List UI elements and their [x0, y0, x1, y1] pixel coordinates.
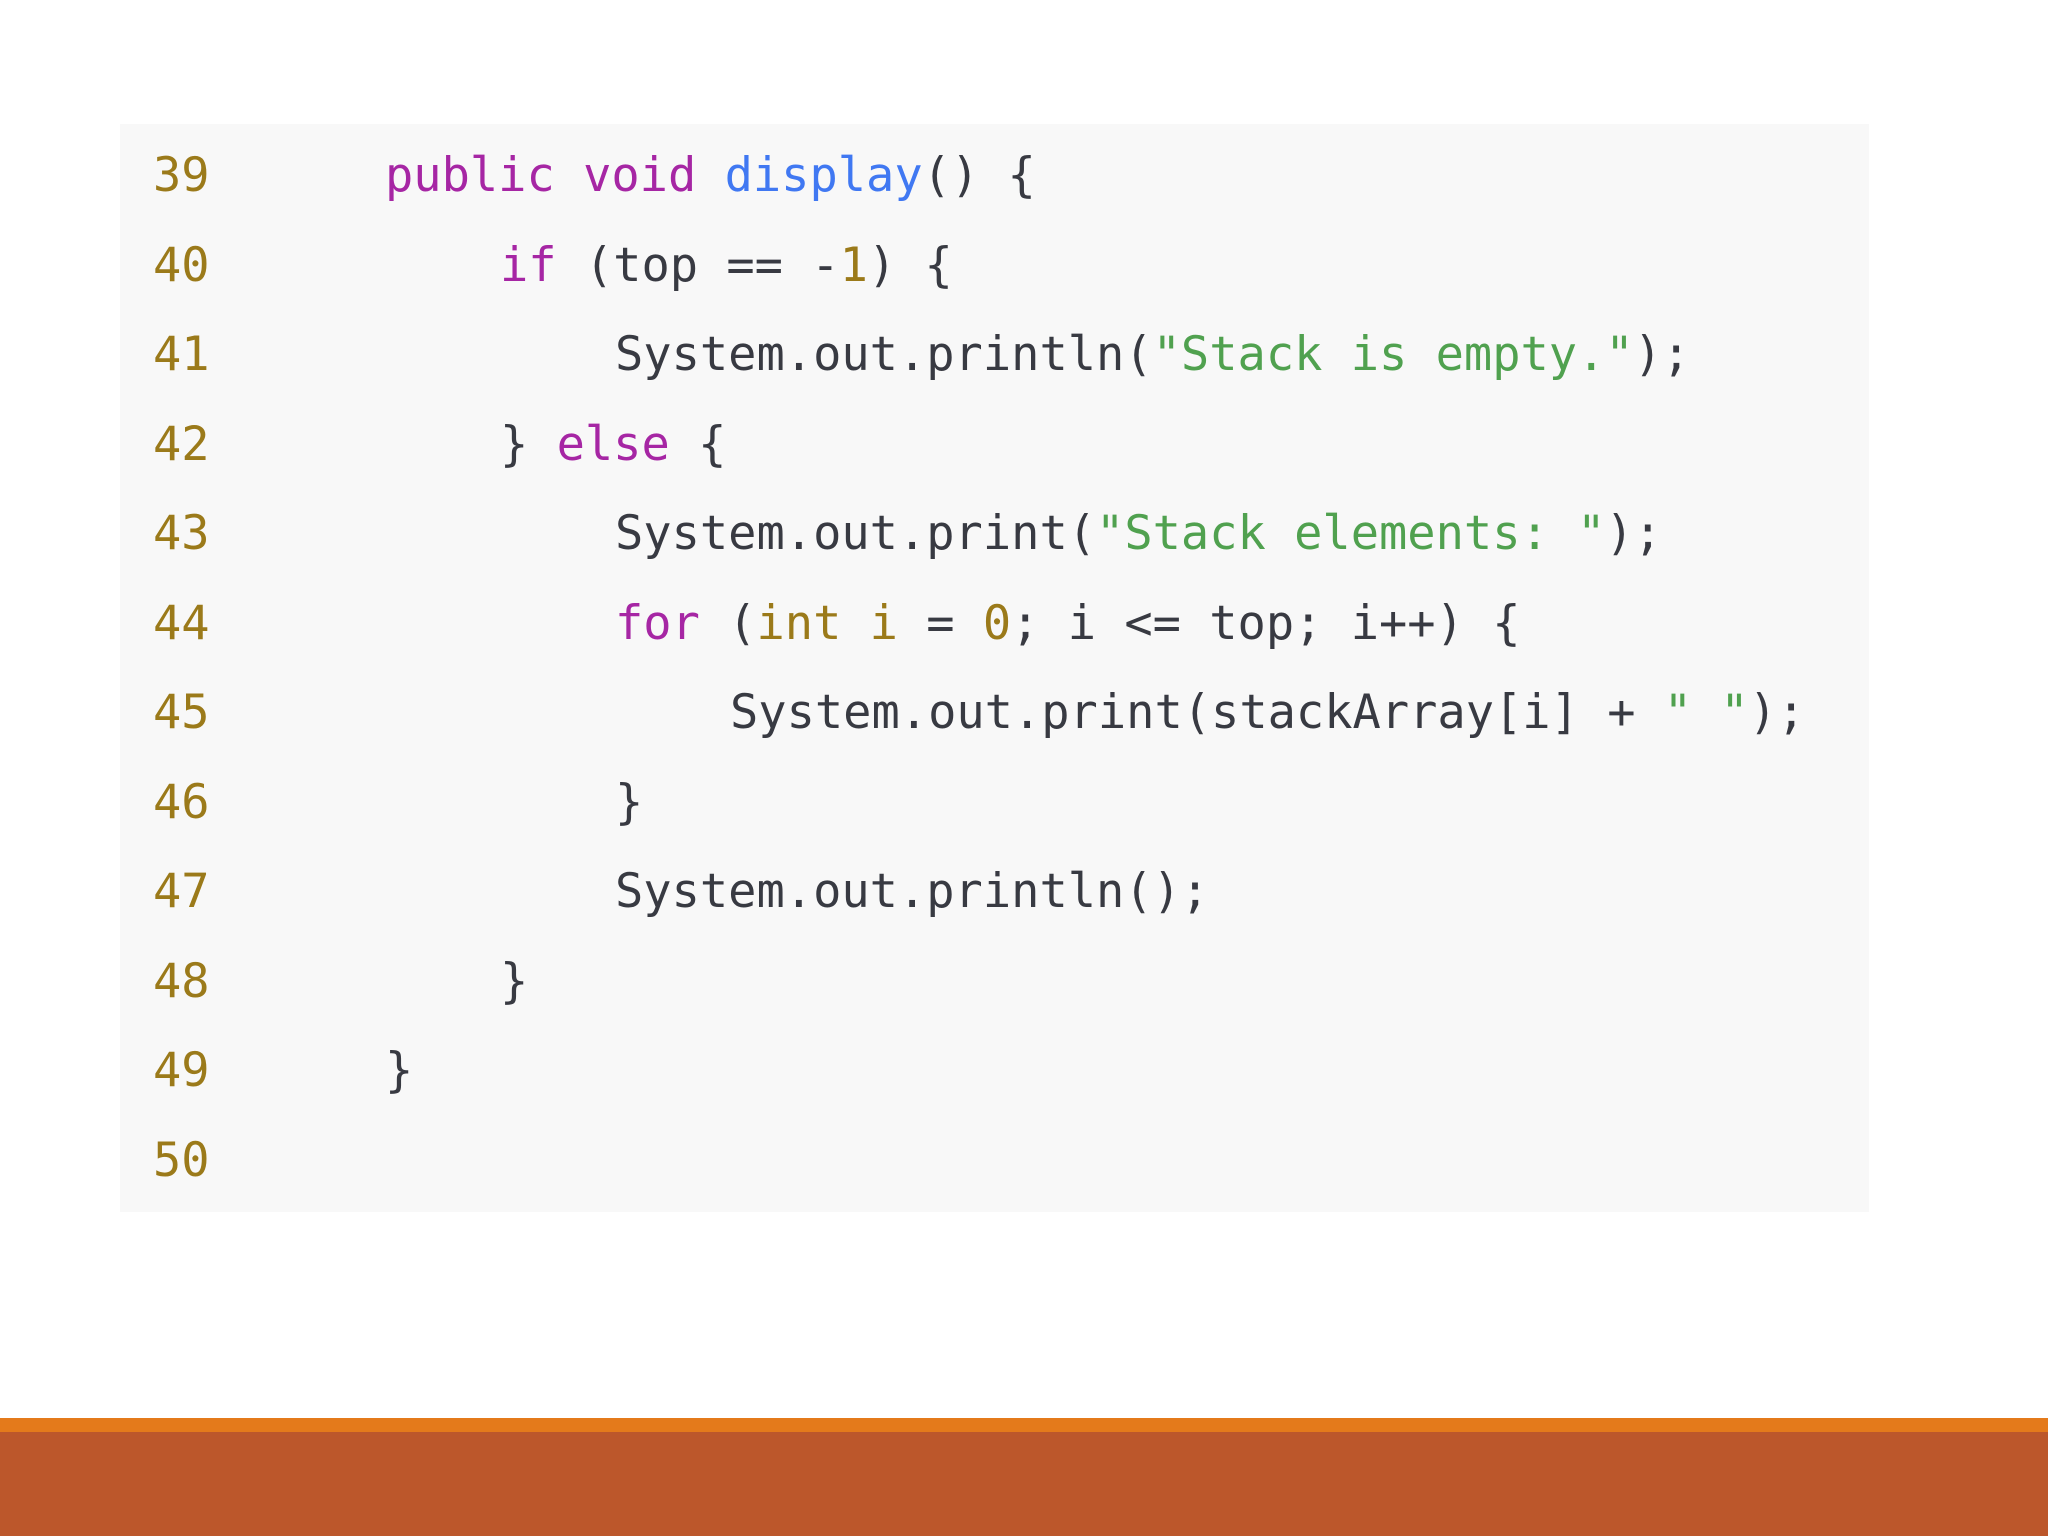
code-line: 50: [120, 1116, 1869, 1206]
code-token-plain: );: [1748, 685, 1806, 740]
code-token-plain: =: [897, 595, 983, 651]
line-number: 46: [153, 774, 210, 830]
code-token-keyword: for: [615, 595, 700, 651]
line-code: System.out.print("Stack elements: ");: [615, 489, 1662, 579]
code-token-plain: (: [699, 595, 757, 651]
code-token-number: int: [756, 595, 842, 651]
line-code: for (int i = 0; i <= top; i++) {: [615, 579, 1521, 669]
code-line: 42} else {: [120, 400, 1869, 490]
line-number: 41: [153, 327, 210, 382]
line-code: if (top == -1) {: [500, 221, 953, 311]
code-token-string: "Stack elements: ": [1096, 506, 1606, 561]
line-number: 44: [153, 595, 210, 651]
code-token-keyword: public: [385, 148, 555, 203]
code-line: 47 System.out.println();: [120, 847, 1869, 937]
line-number: 47: [153, 864, 210, 919]
footer-bar: [0, 1432, 2048, 1536]
line-code: System.out.println();: [615, 847, 1209, 937]
code-token-number: i: [869, 595, 898, 651]
code-token-plain: System.out.println(: [615, 327, 1153, 382]
code-token-function: display: [724, 148, 923, 203]
code-line: 48}: [120, 937, 1869, 1027]
code-token-plain: [696, 148, 724, 203]
code-line: 46}: [120, 758, 1869, 848]
code-token-keyword: if: [500, 237, 557, 293]
code-line: 41 System.out.println("Stack is empty.");: [120, 310, 1869, 400]
line-code: } else {: [500, 400, 726, 490]
code-token-plain: System.out.println();: [615, 864, 1210, 919]
code-token-number: 1: [839, 237, 868, 293]
line-number: 43: [153, 506, 210, 561]
code-token-plain: System.out.print(: [615, 506, 1097, 561]
code-token-string: " ": [1663, 685, 1749, 740]
code-token-plain: [841, 596, 869, 651]
line-code: }: [500, 937, 528, 1027]
line-number: 48: [153, 953, 210, 1009]
line-number: 40: [153, 237, 210, 293]
code-token-plain: {: [669, 416, 727, 472]
line-number: 42: [153, 416, 210, 472]
code-token-string: "Stack is empty.": [1152, 327, 1634, 382]
code-token-plain: [555, 148, 583, 203]
code-token-plain: );: [1633, 327, 1691, 382]
code-line: 40 if (top == -1) {: [120, 221, 1869, 311]
code-token-keyword: else: [556, 416, 670, 472]
line-code: public void display() {: [385, 131, 1036, 221]
code-line: 43 System.out.print("Stack elements: ");: [120, 489, 1869, 579]
code-token-keyword: void: [583, 148, 697, 203]
line-code: System.out.print(stackArray[i] + " ");: [730, 668, 1805, 758]
code-line: 49}: [120, 1026, 1869, 1116]
code-line: 44 for (int i = 0; i <= top; i++) {: [120, 579, 1869, 669]
code-token-plain: ; i <= top; i++) {: [1011, 595, 1521, 651]
line-code: System.out.println("Stack is empty.");: [615, 310, 1690, 400]
line-number: 50: [153, 1132, 210, 1188]
code-line: 45 System.out.print(stackArray[i] + " ");: [120, 668, 1869, 758]
code-token-number: 0: [982, 595, 1012, 651]
code-token-plain: }: [615, 774, 644, 830]
code-token-plain: ) {: [867, 237, 953, 293]
code-token-plain: System.out.print(stackArray[i] +: [730, 685, 1664, 740]
line-number: 45: [153, 685, 210, 740]
line-code: }: [615, 758, 643, 848]
code-token-plain: () {: [922, 148, 1036, 203]
code-token-plain: }: [385, 1043, 414, 1098]
code-token-plain: (top == -: [556, 237, 840, 293]
code-line: 39 public void display() {: [120, 131, 1869, 221]
code-token-plain: }: [500, 416, 557, 472]
code-token-plain: }: [500, 953, 529, 1009]
code-token-plain: );: [1605, 506, 1662, 561]
line-number: 39: [153, 148, 210, 203]
footer-accent-stripe: [0, 1418, 2048, 1432]
line-number: 49: [153, 1043, 210, 1098]
line-code: }: [385, 1026, 413, 1116]
